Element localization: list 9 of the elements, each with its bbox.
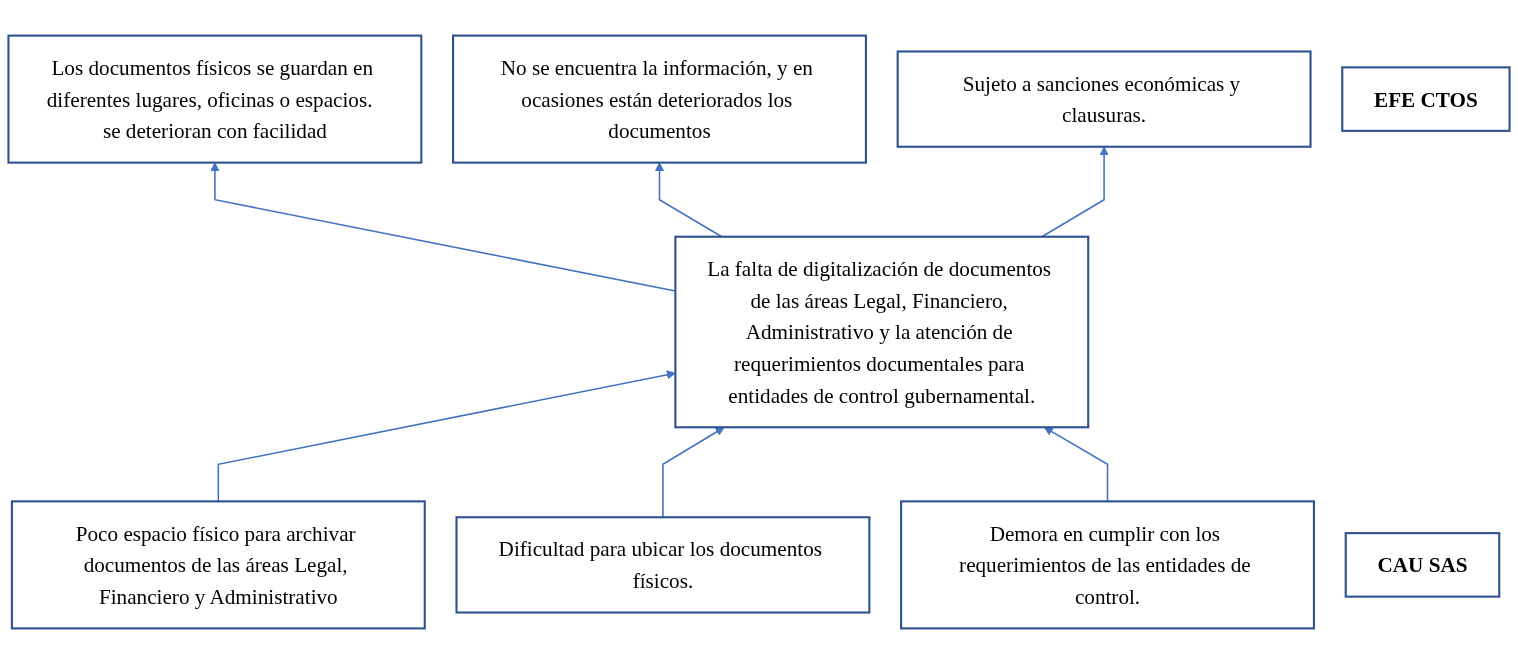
node-box: Demora en cumplir con los requerimientos de las entidades de control. xyxy=(900,500,1315,630)
node-box: Poco espacio físico para archivar documentos de las áreas Legal, Financiero y Administrativo xyxy=(10,500,426,630)
node-box: La falta de digitalización de documentos de las áreas Legal, Financiero, Administrativo y la atención de requerimientos documentales para entidades de control gubernamental. xyxy=(674,235,1090,429)
node-box: Los documentos físicos se guardan en diferentes lugares, oficinas o espacios. se deterioran con facilidad xyxy=(7,34,423,164)
node-box: EFE CTOS xyxy=(1341,66,1511,132)
node-box: Dificultad para ubicar los documentos físicos. xyxy=(455,516,871,614)
node-box: No se encuentra la información, y en ocasiones están deteriorados los documentos xyxy=(452,34,867,164)
node-box: CAU SAS xyxy=(1344,532,1501,598)
node-box: Sujeto a sanciones económicas y clausuras. xyxy=(896,50,1312,148)
